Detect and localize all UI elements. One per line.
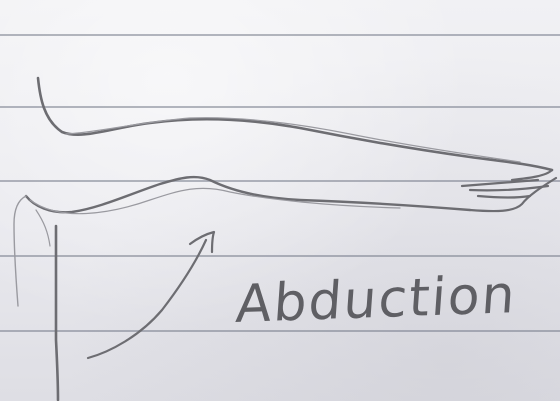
motion-arrow-head bbox=[188, 230, 216, 254]
ruled-line bbox=[0, 330, 560, 332]
arm-lower-outline bbox=[24, 175, 472, 214]
arm-upper-outline-shade bbox=[65, 117, 521, 163]
arm-lower-shade bbox=[29, 187, 401, 215]
torso-line bbox=[54, 224, 60, 401]
shoulder-outline bbox=[13, 195, 27, 307]
ruled-line bbox=[0, 180, 560, 182]
ruled-line bbox=[0, 106, 560, 108]
hand-palm bbox=[468, 176, 558, 213]
motion-arrow-curve bbox=[86, 238, 208, 360]
arm-upper-outline bbox=[36, 76, 554, 172]
caption-label: Abduction bbox=[233, 265, 519, 335]
ruled-line bbox=[0, 34, 560, 36]
shoulder-outline-inner bbox=[35, 209, 51, 247]
hand-fingers bbox=[460, 168, 554, 199]
ruled-line bbox=[0, 255, 560, 257]
